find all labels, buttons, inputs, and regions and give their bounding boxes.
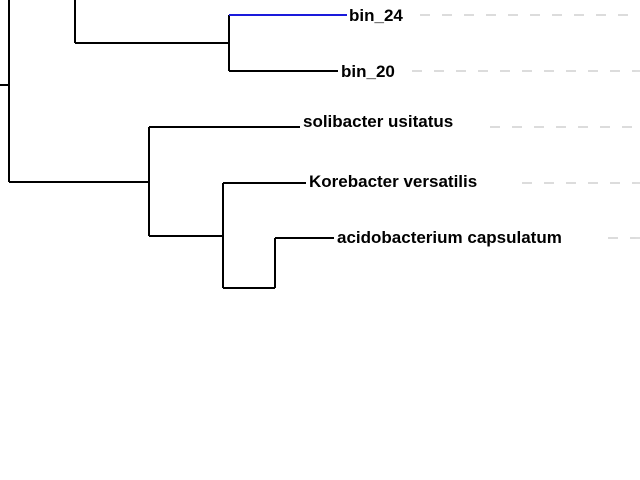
leaf-guide-lines — [412, 14, 640, 239]
leaf-label-bin-24: bin_24 — [349, 6, 403, 25]
leaf-labels: bin_24 bin_20 solibacter usitatus Koreba… — [303, 6, 562, 247]
tree-branches — [0, 0, 347, 289]
leaf-label-solibacter: solibacter usitatus — [303, 112, 453, 131]
leaf-label-bin-20: bin_20 — [341, 62, 395, 81]
leaf-label-korebacter: Korebacter versatilis — [309, 172, 477, 191]
leaf-label-acidobacterium: acidobacterium capsulatum — [337, 228, 562, 247]
